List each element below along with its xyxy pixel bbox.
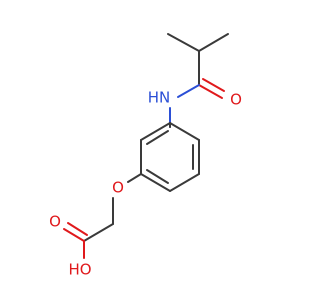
bond-aryl-ether (127, 173, 142, 183)
atom-ether-oxygen-label: O (112, 179, 124, 197)
bond-methyl-left (167, 33, 200, 52)
bond-amide-co-1 (198, 84, 223, 99)
ring-bond-4 (140, 173, 171, 192)
atom-amide-oxygen-label: O (230, 91, 242, 109)
bond-ch2-carboxyl (83, 223, 114, 242)
bond-amide-co-2 (202, 78, 225, 92)
bond-amide-cn (177, 84, 200, 98)
ring-inner-2 (146, 169, 169, 184)
bond-carboxyl-co-2 (67, 222, 88, 236)
atom-nh-label: HN (148, 89, 171, 107)
ring-bond-3 (169, 173, 200, 192)
atom-hydroxyl-label: HO (68, 261, 91, 279)
ring-bond-6 (140, 122, 171, 141)
molecule-structure: HN O O O HO (49, 33, 242, 279)
ring-inner-3 (146, 130, 169, 145)
bond-methyl-right (198, 33, 229, 52)
atom-carbonyl-oxygen-label: O (49, 213, 61, 231)
ring-bond-1 (169, 122, 200, 141)
bond-carboxyl-co-1 (63, 228, 85, 242)
